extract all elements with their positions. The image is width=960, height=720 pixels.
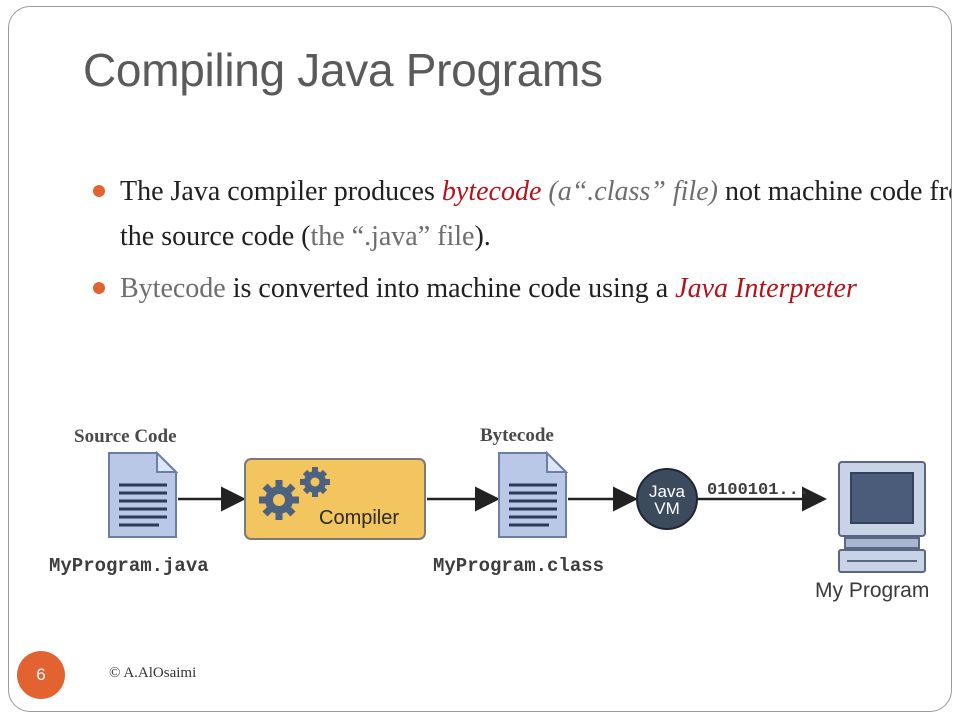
- slide-title: Compiling Java Programs: [83, 44, 603, 96]
- bullet-dot: [93, 185, 105, 197]
- compiler-box: [244, 458, 426, 540]
- compiler-label: Compiler: [319, 507, 400, 529]
- footer-credit: © A.AlOsaimi: [109, 665, 197, 681]
- bullet-dot: [93, 282, 105, 294]
- bullet-item-2: Bytecode is converted into machine code …: [91, 266, 951, 311]
- vm-label-line-1: Java: [649, 482, 685, 501]
- bullet-text: not machine code from the source code (: [120, 176, 951, 252]
- gears-icon: [259, 467, 330, 520]
- bullet-item-1: The Java compiler produces bytecode (a“.…: [91, 169, 951, 259]
- my-program-label: My Program: [815, 579, 930, 602]
- vm-label-line-2: VM: [654, 499, 680, 518]
- source-file-icon: [108, 450, 179, 538]
- bullet-note: the “.java” file: [310, 221, 475, 252]
- bullet-note: (a“.class” file): [541, 176, 718, 207]
- bullet-list: The Java compiler produces bytecode (a“.…: [91, 169, 951, 311]
- page-number-badge: 6: [17, 651, 65, 699]
- computer-icon: [838, 461, 926, 573]
- bytecode-label: Bytecode: [480, 425, 554, 446]
- slide: Compiling Java Programs The Java compile…: [8, 6, 952, 712]
- bullet-highlight: bytecode: [441, 176, 542, 207]
- class-file-label: MyProgram.class: [433, 555, 605, 577]
- binary-output-label: 0100101...: [707, 481, 810, 500]
- source-code-label: Source Code: [74, 426, 177, 447]
- bullet-note: Bytecode: [120, 273, 226, 304]
- diagram-graphics: [108, 450, 926, 573]
- compilation-diagram: Source Code Bytecode: [9, 7, 951, 711]
- bullet-highlight: Java Interpreter: [675, 273, 857, 304]
- java-vm-icon: [636, 468, 698, 530]
- class-file-icon: [498, 450, 569, 538]
- java-vm-label: Java VM: [649, 483, 685, 517]
- bullet-text: is converted into machine code using a: [225, 273, 676, 304]
- bullet-text: ).: [474, 221, 491, 252]
- java-file-label: MyProgram.java: [49, 555, 209, 577]
- bullet-text: The Java compiler produces: [120, 176, 442, 207]
